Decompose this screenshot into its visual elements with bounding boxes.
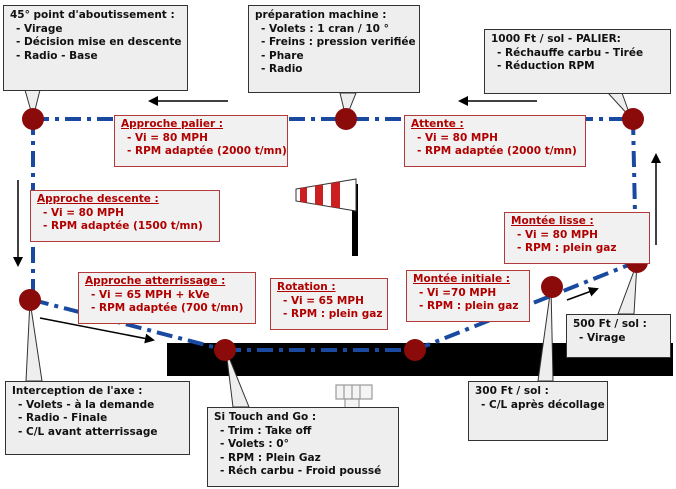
node-point45 (22, 108, 44, 130)
callout-line: - Volets : 1 cran / 10 ° (261, 22, 389, 35)
callout-line: - Vi = 80 MPH (127, 131, 208, 144)
callout-title: Si Touch and Go : (214, 411, 317, 423)
callout-line: - RPM adaptée (700 t/mn) (91, 302, 244, 314)
callout-line: - Virage (16, 22, 63, 35)
callout-line: - C/L avant atterrissage (18, 425, 158, 438)
phase-rotation: Rotation :- Vi = 65 MPH- RPM : plein gaz (270, 278, 388, 330)
callout-line: - C/L après décollage (481, 398, 605, 411)
callout-point45: 45° point d'aboutissement :- Virage- Déc… (3, 5, 188, 91)
callout-title: Approche palier : (121, 118, 223, 130)
phase-approche-atterrissage: Approche atterrissage :- Vi = 65 MPH + k… (78, 272, 256, 324)
circuit-final-leg (32, 298, 226, 352)
callout-title: Approche atterrissage : (85, 275, 226, 287)
phase-montee-initiale: Montée initiale :- Vi =70 MPH- RPM : ple… (406, 270, 530, 322)
node-interception (19, 289, 41, 311)
callout-preparation: préparation machine :- Volets : 1 cran /… (248, 5, 420, 93)
callout-title: Attente : (411, 118, 464, 130)
callout-line: - Décision mise en descente (16, 36, 182, 48)
callout-title: Interception de l'axe : (12, 385, 143, 397)
callout-line: - RPM : Plein Gaz (220, 451, 321, 464)
callout-line: - RPM adaptée (2000 t/mn) (417, 145, 577, 157)
node-300ft (541, 276, 563, 298)
node-preparation (335, 108, 357, 130)
callout-palier: 1000 Ft / sol - PALIER:- Réchauffe carbu… (484, 29, 671, 94)
phase-montee-lisse: Montée lisse :- Vi = 80 MPH- RPM : plein… (504, 212, 650, 264)
callout-line: - RPM : plein gaz (517, 242, 617, 254)
phase-approche-palier: Approche palier :- Vi = 80 MPH- RPM adap… (114, 115, 288, 167)
phase-attente: Attente :- Vi = 80 MPH- RPM adaptée (200… (404, 115, 586, 167)
callout-title: Rotation : (277, 281, 336, 293)
node-palier (622, 108, 644, 130)
callout-line: - Radio - Base (16, 49, 98, 62)
callout-line: - Réchauffe carbu - Tirée (497, 46, 644, 59)
callout-title: 300 Ft / sol : (475, 385, 549, 397)
arrow-to-runway-left (39, 317, 155, 344)
node-rotation (404, 339, 426, 361)
windsock-icon (295, 178, 358, 256)
callout-line: - Freins : pression verifiée (261, 36, 416, 48)
pointer-preparation (339, 92, 357, 120)
callout-line: - Vi =70 MPH (419, 286, 497, 299)
callout-line: - Réch carbu - Froid poussé (220, 465, 382, 477)
callout-title: 1000 Ft / sol - PALIER: (491, 33, 621, 45)
callout-line: - Vi = 65 MPH (283, 294, 364, 307)
callout-line: - Volets - à la demande (18, 398, 155, 411)
callout-interception: Interception de l'axe :- Volets - à la d… (5, 381, 190, 455)
callout-title: 45° point d'aboutissement : (10, 9, 175, 21)
callout-300ft: 300 Ft / sol :- C/L après décollage (468, 381, 608, 441)
callout-line: - Vi = 80 MPH (417, 131, 498, 144)
callout-line: - Radio - Finale (18, 412, 108, 424)
callout-line: - Réduction RPM (497, 60, 595, 72)
callout-line: - RPM adaptée (1500 t/mn) (43, 220, 203, 232)
callout-title: Montée lisse : (511, 215, 594, 227)
callout-500ft: 500 Ft / sol :- Virage (566, 314, 671, 358)
callout-line: - Volets : 0° (220, 438, 289, 450)
callout-line: - Vi = 65 MPH + kVe (91, 288, 210, 301)
pointer-interception (25, 300, 43, 382)
callout-touchgo: Si Touch and Go :- Trim : Take off- Vole… (207, 407, 399, 487)
callout-line: - RPM : plein gaz (419, 300, 519, 312)
callout-line: - RPM adaptée (2000 t/mn) (127, 145, 287, 157)
callout-line: - Trim : Take off (220, 424, 312, 437)
callout-line: - Vi = 80 MPH (517, 228, 598, 241)
callout-line: - RPM : plein gaz (283, 308, 383, 320)
callout-title: 500 Ft / sol : (573, 318, 647, 330)
callout-line: - Phare (261, 49, 304, 62)
node-touchdown (214, 339, 236, 361)
arrow-from-runway-right (566, 287, 599, 301)
phase-approche-descente: Approche descente :- Vi = 80 MPH- RPM ad… (30, 190, 220, 242)
callout-line: - Radio (261, 63, 303, 75)
callout-title: Approche descente : (37, 193, 159, 205)
callout-line: - Vi = 80 MPH (43, 206, 124, 219)
callout-title: Montée initiale : (413, 273, 511, 285)
callout-line: - Virage (579, 331, 626, 344)
callout-title: préparation machine : (255, 9, 387, 21)
